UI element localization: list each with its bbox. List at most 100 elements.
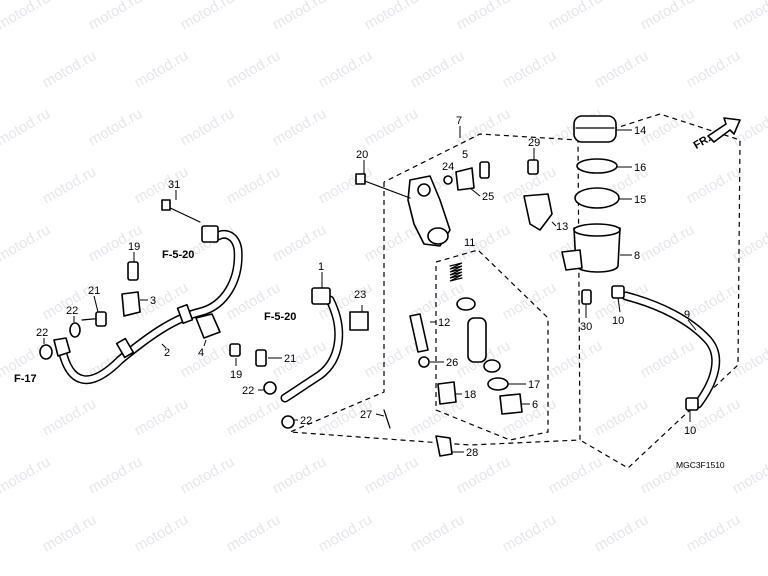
reference-f520-left: F-5-20 — [162, 249, 194, 261]
watermark-text-17: motod.ru — [40, 47, 100, 91]
callout-22a: 22 — [66, 305, 78, 317]
hose-clip-4 — [195, 313, 221, 339]
brake-hose-1-inner — [282, 297, 342, 401]
watermark-text-69: motod.ru — [132, 395, 192, 439]
hose-clamp-23 — [349, 311, 369, 331]
callout-8: 8 — [634, 250, 640, 262]
watermark-text-79: motod.ru — [270, 453, 330, 497]
watermark-text-12: motod.ru — [362, 0, 422, 33]
callout-11: 11 — [464, 237, 475, 249]
callout-10a: 10 — [612, 315, 624, 327]
watermark-text-92: motod.ru — [684, 511, 744, 555]
watermark-text-34: motod.ru — [40, 163, 100, 207]
diagram-code: MGC3F1510 — [676, 460, 725, 470]
watermark-text-78: motod.ru — [178, 453, 238, 497]
circlip-17 — [487, 377, 509, 391]
callout-14: 14 — [634, 125, 646, 137]
watermark-text-27: motod.ru — [178, 105, 238, 149]
callout-16: 16 — [634, 162, 646, 174]
washer-22b — [39, 344, 53, 360]
watermark-text-28: motod.ru — [270, 105, 330, 149]
bolt-19b — [229, 343, 241, 357]
watermark-text-13: motod.ru — [454, 0, 514, 33]
joint-block-1 — [311, 287, 331, 305]
watermark-text-14: motod.ru — [546, 0, 606, 33]
watermark-text-90: motod.ru — [500, 511, 560, 555]
watermark-text-45: motod.ru — [270, 221, 330, 265]
watermark-text-42: motod.ru — [0, 221, 53, 265]
watermark-text-58: motod.ru — [684, 279, 744, 323]
watermark-text-68: motod.ru — [40, 395, 100, 439]
watermark-text-56: motod.ru — [500, 279, 560, 323]
watermark-text-84: motod.ru — [730, 453, 768, 497]
watermark-text-65: motod.ru — [546, 337, 606, 381]
watermark-text-15: motod.ru — [638, 0, 698, 33]
watermark-text-23: motod.ru — [592, 47, 652, 91]
callout-23: 23 — [354, 289, 366, 301]
watermark-text-74: motod.ru — [592, 395, 652, 439]
callout-5: 5 — [462, 149, 468, 161]
secondary-cup — [483, 359, 501, 373]
washer-22c — [263, 381, 277, 395]
watermark-text-37: motod.ru — [316, 163, 376, 207]
callout-15: 15 — [634, 194, 646, 206]
front-arrow-icon — [707, 117, 741, 143]
watermark-text-86: motod.ru — [132, 511, 192, 555]
watermark-text-16: motod.ru — [730, 0, 768, 33]
reference-f17: F-17 — [14, 373, 37, 385]
reservoir-mount — [561, 249, 583, 271]
watermark-text-88: motod.ru — [316, 511, 376, 555]
callout-4: 4 — [198, 347, 204, 359]
callout-30: 30 — [580, 321, 592, 333]
washer-22a — [69, 322, 81, 338]
bolt-19a — [127, 261, 139, 281]
bolt-31-head — [161, 199, 171, 211]
reservoir-hose-9-inner — [623, 293, 719, 407]
clevis-18 — [437, 381, 457, 405]
callout-27: 27 — [360, 409, 372, 421]
callout-1: 1 — [318, 261, 324, 273]
callout-7: 7 — [456, 115, 462, 127]
hose-fitting-left — [53, 337, 71, 357]
primary-cup — [456, 297, 476, 311]
bolt-30 — [581, 289, 592, 305]
watermark-text-61: motod.ru — [178, 337, 238, 381]
watermark-text-80: motod.ru — [362, 453, 422, 497]
callout-2: 2 — [164, 347, 170, 359]
watermark-text-41: motod.ru — [684, 163, 744, 207]
callout-19b: 19 — [230, 369, 242, 381]
hose-clamp-2b — [176, 303, 194, 325]
callout-9: 9 — [684, 309, 690, 321]
watermark-text-81: motod.ru — [454, 453, 514, 497]
hose-guide-3 — [121, 291, 141, 317]
callout-24: 24 — [442, 161, 454, 173]
plate-16 — [576, 158, 618, 174]
hose-clamp-2a — [115, 337, 135, 359]
spring-11 — [449, 262, 463, 282]
hose-clip-10a — [611, 285, 625, 299]
callout-21a: 21 — [88, 285, 100, 297]
callout-25: 25 — [482, 191, 494, 203]
brake-hose-2-inner — [59, 231, 242, 383]
watermark-text-63: motod.ru — [362, 337, 422, 381]
bolt-29 — [527, 159, 539, 175]
bolt-25 — [479, 161, 490, 179]
bolt-20-head — [355, 173, 366, 185]
watermark-text-89: motod.ru — [408, 511, 468, 555]
assembly-outline-7 — [289, 133, 581, 446]
oring-24 — [443, 175, 453, 185]
watermark-text-70: motod.ru — [224, 395, 284, 439]
reservoir-cap-14 — [573, 115, 617, 143]
reservoir-rim — [573, 223, 621, 237]
watermark-text-32: motod.ru — [638, 105, 698, 149]
watermark-text-50: motod.ru — [730, 221, 768, 265]
watermark-text-46: motod.ru — [362, 221, 422, 265]
watermark-text-72: motod.ru — [408, 395, 468, 439]
cylinder-bore — [427, 227, 449, 245]
cylinder-port — [417, 183, 431, 197]
watermark-text-82: motod.ru — [546, 453, 606, 497]
callout-10b: 10 — [684, 425, 696, 437]
watermark-text-10: motod.ru — [178, 0, 238, 33]
watermark-text-18: motod.ru — [132, 47, 192, 91]
